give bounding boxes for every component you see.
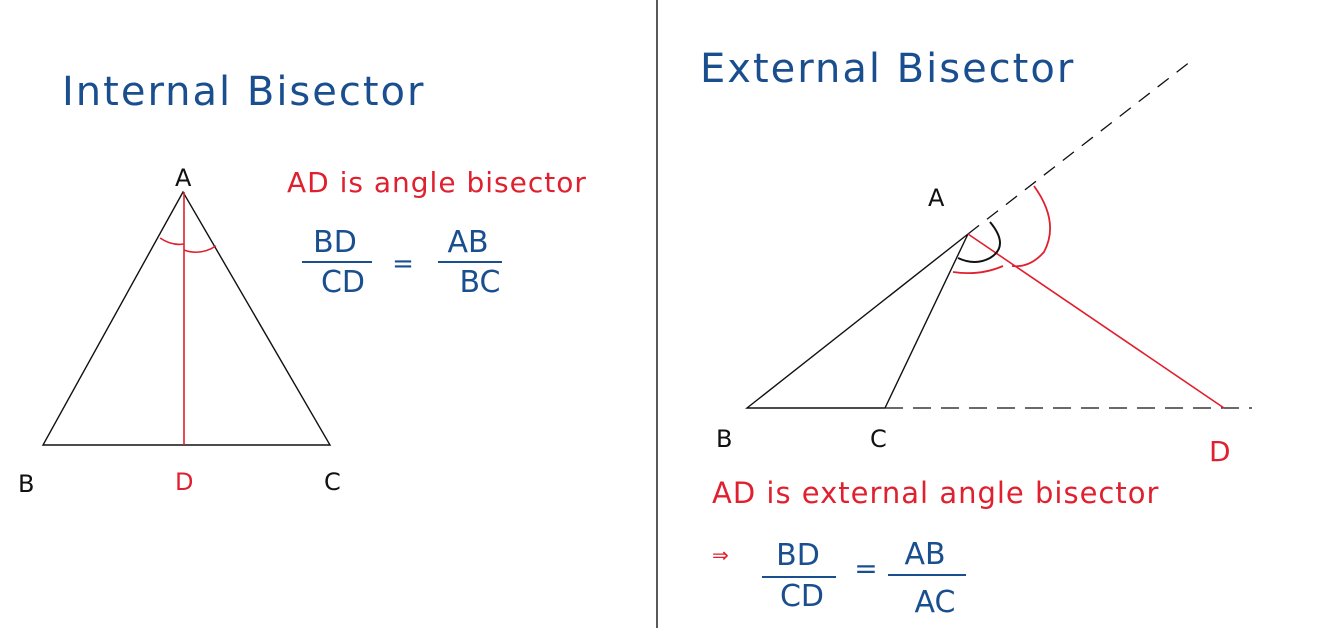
internal-bisector-heading: Internal Bisector bbox=[62, 69, 425, 115]
vertex-label-b: B bbox=[18, 470, 34, 498]
vertex-label-c: C bbox=[324, 468, 341, 496]
ext-ratio-denominator-ac: AC bbox=[915, 585, 956, 620]
ratio-numerator-ab: AB bbox=[447, 225, 488, 260]
ratio-equals: = bbox=[392, 249, 414, 279]
ratio-numerator-bd: BD bbox=[313, 225, 357, 260]
ratio-denominator-cd: CD bbox=[321, 265, 365, 300]
angle-mark-black bbox=[957, 221, 1001, 263]
angle-mark-red-inner bbox=[952, 265, 1004, 275]
point-label-d: D bbox=[175, 468, 193, 496]
vertex-label-b-external: B bbox=[716, 425, 732, 453]
point-label-d-external: D bbox=[1209, 435, 1231, 468]
vertex-label-c-external: C bbox=[870, 425, 887, 453]
external-bisector-heading: External Bisector bbox=[700, 46, 1075, 92]
ratio-denominator-bc: BC bbox=[459, 265, 500, 300]
ext-ratio-numerator-ab: AB bbox=[904, 537, 945, 572]
internal-ratio-formula: BD CD = AB BC bbox=[302, 225, 502, 300]
angle-mark-red-outer bbox=[1011, 185, 1051, 268]
triangle-abc-external bbox=[744, 233, 969, 409]
vertex-label-a: A bbox=[175, 164, 192, 192]
triangle-abc bbox=[41, 190, 332, 446]
external-bisector-ad bbox=[967, 233, 1225, 409]
external-bisector-panel: External Bisector A B C D AD is external… bbox=[700, 46, 1252, 620]
angle-mark-right bbox=[183, 245, 217, 254]
internal-bisector-panel: Internal Bisector A B C D AD is angle bi… bbox=[18, 69, 587, 498]
angle-mark-left bbox=[159, 237, 185, 246]
implies-symbol: ⇒ bbox=[712, 543, 729, 567]
vertex-label-a-external: A bbox=[928, 184, 945, 212]
external-bisector-note: AD is external angle bisector bbox=[712, 476, 1159, 510]
ext-ratio-equals: = bbox=[854, 552, 877, 585]
internal-bisector-note: AD is angle bisector bbox=[287, 166, 587, 199]
external-ratio-formula: ⇒ BD CD = AB AC bbox=[712, 537, 966, 620]
ext-ratio-numerator-bd: BD bbox=[776, 538, 820, 573]
ext-ratio-denominator-cd: CD bbox=[780, 579, 824, 614]
